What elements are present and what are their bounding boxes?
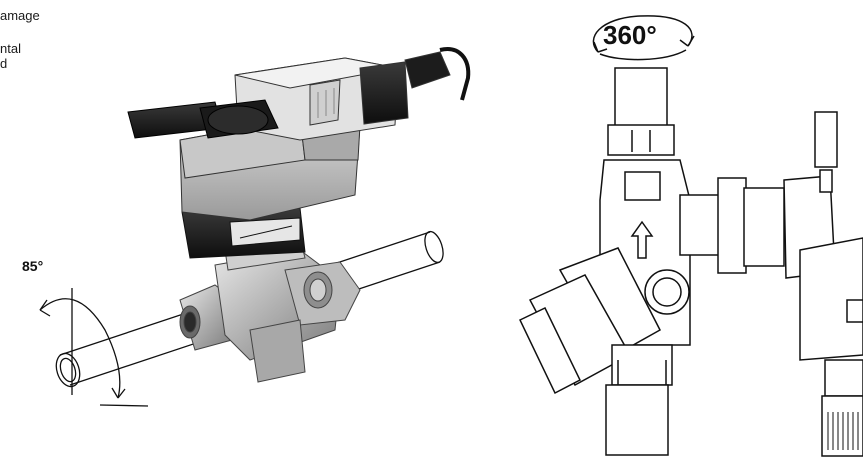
manual-lever — [127, 99, 279, 139]
actuator-valve-photo — [39, 47, 471, 407]
rotation-arrow-icon — [592, 15, 695, 61]
valve-body — [179, 237, 361, 383]
angle-arc-85 — [39, 288, 149, 407]
text-line-2: ntal — [0, 41, 21, 56]
valve-line-drawing — [518, 15, 863, 457]
thread-lines — [827, 412, 859, 450]
text-line-3: d — [0, 56, 8, 71]
text-line-1: amage — [0, 8, 40, 23]
actuator-housing — [179, 47, 471, 221]
cropped-text-column: amage ntal d — [0, 8, 70, 71]
rotation-label-360: 360° — [603, 20, 657, 50]
angle-label-85: 85° — [22, 258, 44, 274]
